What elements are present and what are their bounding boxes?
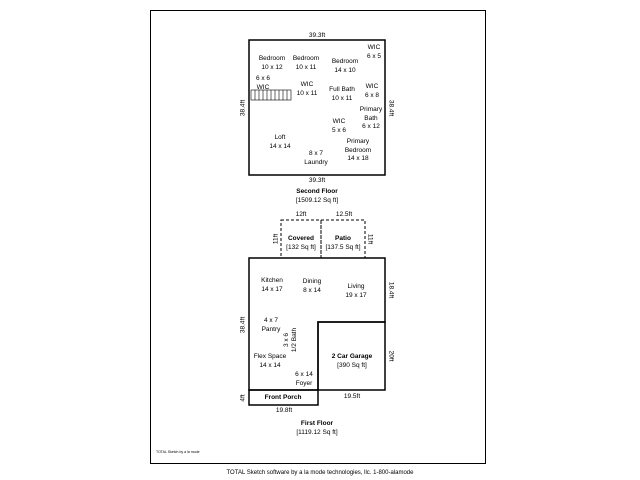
first-floor-area: [1119.12 Sq ft]: [296, 429, 338, 436]
second-floor-dim-top: 39.3ft: [308, 32, 326, 39]
covered-label: Covered[132 Sq ft]: [286, 235, 316, 251]
garage-dim-right: 20ft: [387, 350, 395, 362]
patio-dim-top: 12.5ft: [335, 211, 353, 218]
patio-label: Patio[137.5 Sq ft]: [325, 235, 361, 251]
garage-dim-bottom: 19.5ft: [343, 393, 361, 400]
patio-dim-right: 11ft: [366, 233, 374, 245]
second-floor-dim-bottom: 39.3ft: [308, 177, 326, 184]
second-floor-area: [1509.12 Sq ft]: [295, 197, 339, 204]
garage-outline: [317, 321, 386, 391]
watermark-text: TOTAL Sketch by a la mode: [156, 450, 200, 454]
second-floor-dim-left: 38.4ft: [239, 99, 247, 117]
front-porch-outline: [248, 389, 319, 406]
stairs-icon: [250, 89, 292, 101]
patio-outline: [320, 219, 366, 259]
second-floor-title: Second Floor: [296, 188, 338, 195]
covered-dim-top: 12ft: [295, 211, 307, 218]
first-floor-dim-right: 18.4ft: [387, 281, 395, 299]
second-floor-outline: [248, 39, 386, 176]
porch-dim-bottom: 19.8ft: [275, 407, 293, 414]
first-floor-title: First Floor: [300, 420, 334, 427]
second-floor-dim-right: 38.4ft: [387, 99, 395, 117]
first-floor-dim-left: 38.4ft: [239, 316, 247, 334]
covered-dim-left: 11ft: [272, 233, 280, 245]
room-garage: 2 Car Garage[390 Sq ft]: [331, 353, 373, 369]
footer-text: TOTAL Sketch software by a la mode techn…: [226, 470, 414, 476]
room-front-porch: Front Porch: [264, 394, 302, 401]
porch-dim-left: 4ft: [239, 394, 247, 402]
